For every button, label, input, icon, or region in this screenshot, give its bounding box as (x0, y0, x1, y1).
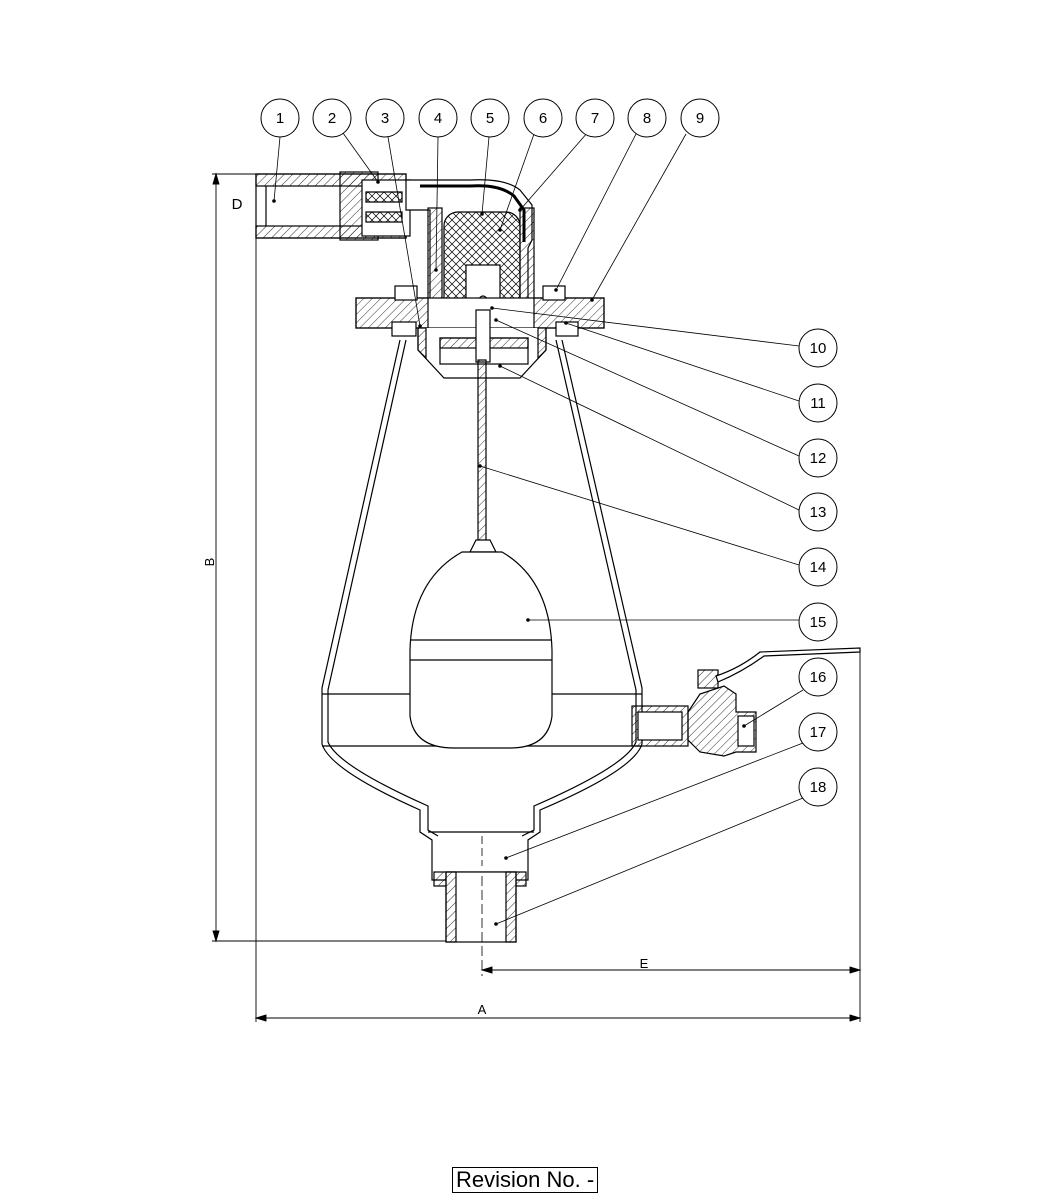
dimension-label-d: D (232, 196, 243, 213)
svg-text:12: 12 (810, 450, 827, 467)
dimension-label-a: A (478, 1002, 487, 1017)
svg-text:2: 2 (328, 110, 336, 127)
dimension-lines (212, 172, 862, 1022)
valve-body (255, 171, 861, 976)
leader-dots (272, 180, 746, 926)
svg-text:10: 10 (810, 340, 827, 357)
svg-text:15: 15 (810, 614, 827, 631)
svg-text:6: 6 (539, 110, 547, 127)
balloon-16: 16 (798, 657, 838, 697)
svg-text:1: 1 (276, 110, 284, 127)
balloon-12: 12 (798, 438, 838, 478)
svg-text:18: 18 (810, 779, 827, 796)
leader-lines (273, 131, 804, 925)
svg-text:9: 9 (696, 110, 704, 127)
svg-text:3: 3 (381, 110, 389, 127)
balloon-5: 5 (470, 98, 510, 138)
balloon-7: 7 (575, 98, 615, 138)
svg-text:13: 13 (810, 504, 827, 521)
balloon-6: 6 (523, 98, 563, 138)
balloon-15: 15 (798, 602, 838, 642)
svg-text:14: 14 (810, 559, 827, 576)
balloon-17: 17 (798, 712, 838, 752)
balloon-10: 10 (798, 328, 838, 368)
svg-text:4: 4 (434, 110, 442, 127)
svg-text:8: 8 (643, 110, 651, 127)
svg-text:17: 17 (810, 724, 827, 741)
svg-text:5: 5 (486, 110, 494, 127)
balloon-14: 14 (798, 547, 838, 587)
dimension-label-b: B (202, 558, 217, 567)
balloon-8: 8 (627, 98, 667, 138)
svg-text:16: 16 (810, 669, 827, 686)
svg-text:11: 11 (810, 395, 826, 412)
balloon-9: 9 (680, 98, 720, 138)
svg-text:7: 7 (591, 110, 599, 127)
balloon-18: 18 (798, 767, 838, 807)
revision-label: Revision No. - (452, 1167, 599, 1193)
balloon-4: 4 (418, 98, 458, 138)
balloon-2: 2 (312, 98, 352, 138)
balloon-13: 13 (798, 492, 838, 532)
dimension-label-e: E (640, 956, 649, 971)
balloon-11: 11 (798, 383, 838, 423)
balloon-3: 3 (365, 98, 405, 138)
balloon-1: 1 (260, 98, 300, 138)
